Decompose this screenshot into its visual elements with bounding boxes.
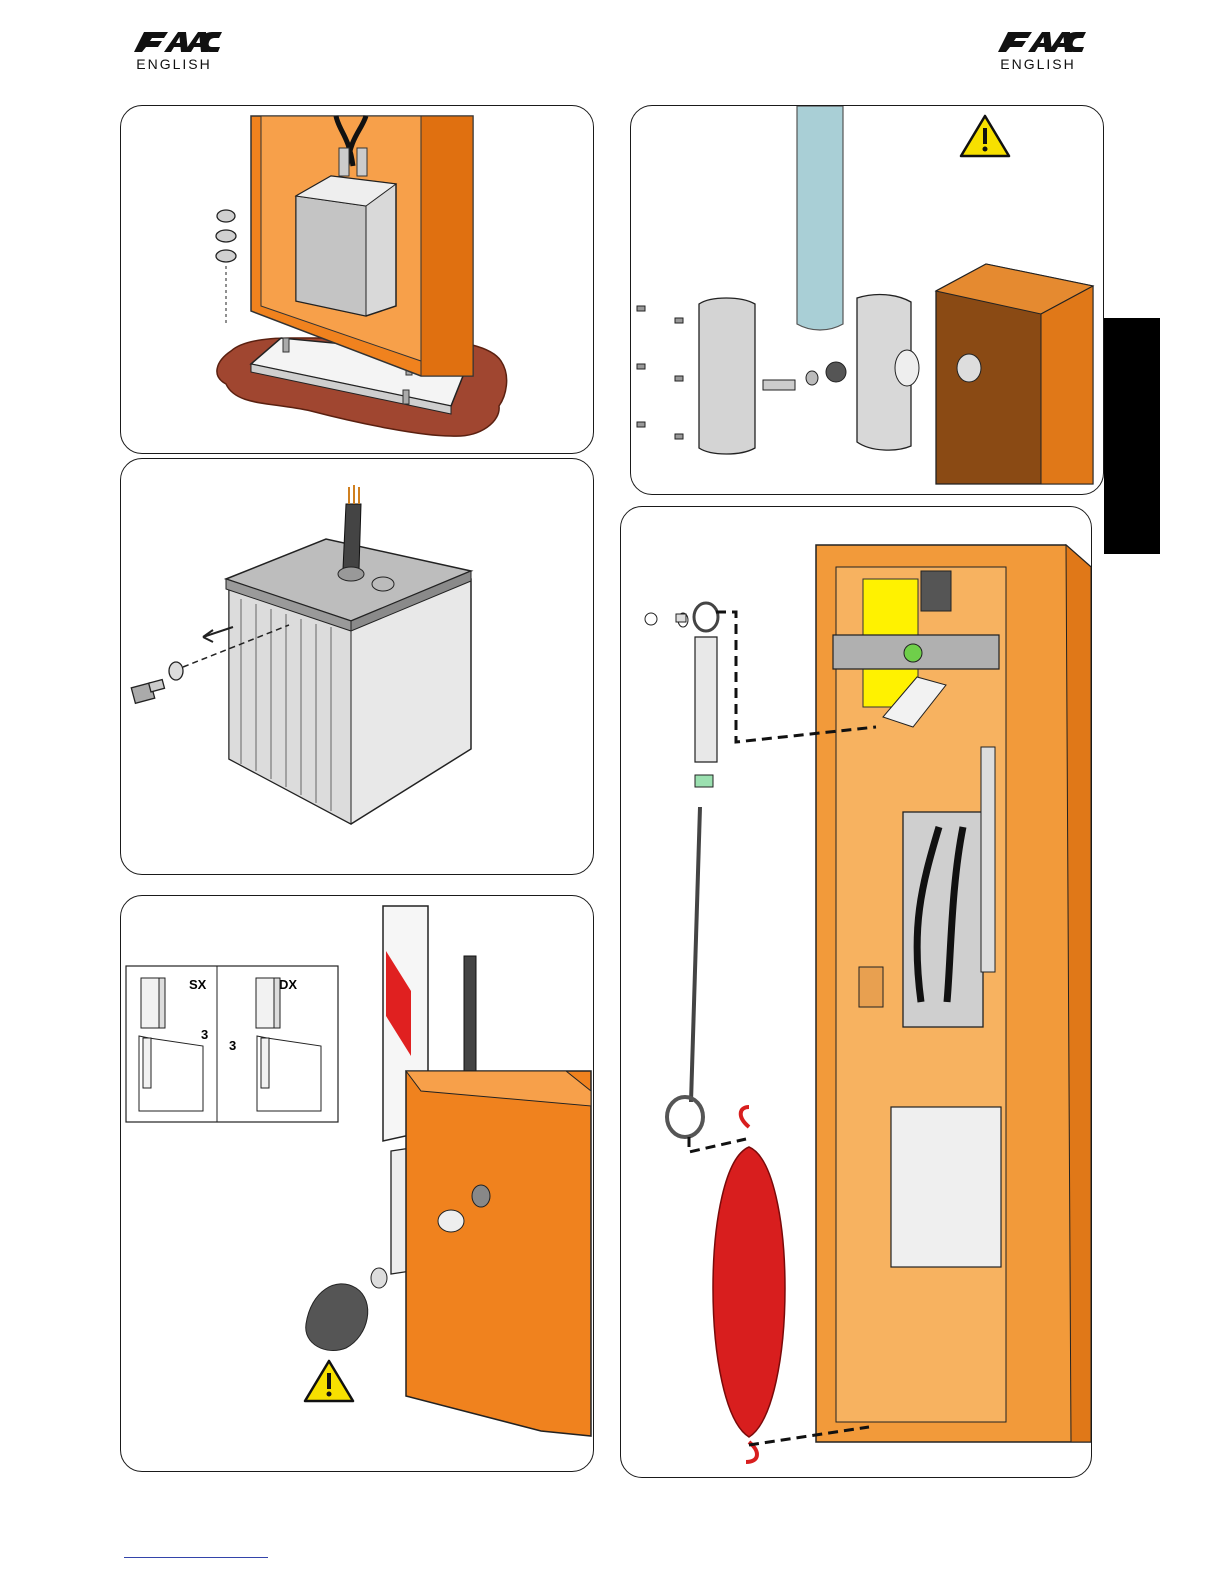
language-label: ENGLISH — [114, 56, 234, 72]
figure-bar-mounting: SX DX 3 3 — [120, 895, 594, 1472]
side-tab — [1104, 318, 1160, 554]
hydraulic-motor-screw-illustration — [121, 459, 593, 874]
header-left: ENGLISH — [114, 30, 234, 76]
cabinet-on-baseplate-illustration — [121, 106, 593, 453]
callout-3-left: 3 — [201, 1027, 208, 1042]
callout-3-right: 3 — [229, 1038, 236, 1053]
balancing-spring-illustration — [621, 507, 1091, 1477]
header-right: ENGLISH — [978, 30, 1098, 76]
legend-label-sx: SX — [189, 977, 207, 992]
bar-mounting-illustration: SX DX 3 3 — [121, 896, 593, 1471]
warning-icon — [305, 1361, 353, 1401]
legend-label-dx: DX — [279, 977, 297, 992]
figure-cabinet-base — [120, 105, 594, 454]
faac-logo-icon — [124, 30, 224, 54]
figure-balancing-spring — [620, 506, 1092, 1478]
figure-pole-shells — [630, 105, 1104, 495]
warning-icon — [961, 116, 1009, 156]
figure-motor-unit — [120, 458, 594, 875]
pole-shell-assembly-illustration — [631, 106, 1103, 494]
footer-link-underline — [124, 1557, 268, 1558]
faac-logo-icon — [988, 30, 1088, 54]
language-label: ENGLISH — [978, 56, 1098, 72]
